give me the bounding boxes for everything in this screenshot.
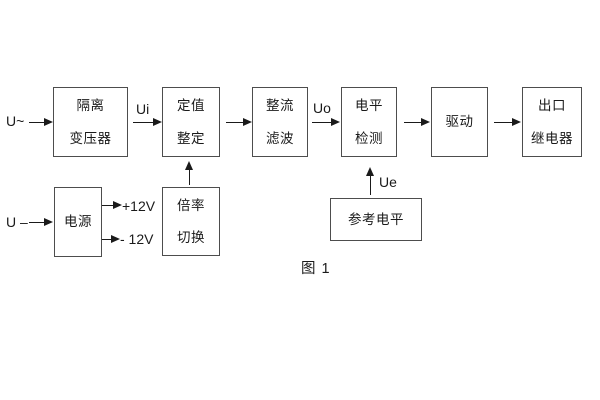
arrow-level-to-drive-icon (404, 118, 430, 126)
block-label: 电平 (355, 98, 383, 113)
block-label: 变压器 (69, 130, 112, 146)
block-label: 检测 (355, 130, 383, 146)
label-minus-12v: - 12V (120, 231, 154, 247)
block-label: 驱动 (445, 114, 474, 130)
block-label: 参考电平 (348, 211, 404, 227)
block-label: 出口 (538, 98, 566, 113)
arrow-transformer-to-setting-icon (133, 118, 162, 126)
block-level-detection: 电平 检测 (341, 87, 397, 157)
arrow-plus12v-icon (102, 201, 122, 209)
block-value-setting: 定值 整定 (162, 87, 220, 157)
arrow-ac-input-icon (29, 118, 53, 126)
arrow-drive-to-relay-icon (494, 118, 521, 126)
arrow-rectifier-to-level-icon (312, 118, 340, 126)
block-label: 隔离 (76, 98, 105, 113)
block-label: 定值 (177, 98, 205, 113)
label-ue: Ue (379, 174, 397, 190)
block-label: 整定 (177, 130, 205, 146)
block-ratio-switch: 倍率 切换 (162, 187, 220, 256)
arrow-minus12v-icon (102, 235, 120, 243)
arrow-ratio-to-setting-icon (184, 161, 193, 185)
label-dc-input: U – (6, 214, 28, 230)
arrow-setting-to-rectifier-icon (226, 118, 252, 126)
arrow-dc-input-icon (29, 218, 53, 226)
block-label: 滤波 (266, 130, 294, 146)
label-ui: Ui (136, 101, 150, 117)
block-label: 整流 (266, 98, 294, 113)
label-plus-12v: +12V (122, 198, 156, 214)
block-isolation-transformer: 隔离 变压器 (53, 87, 128, 157)
label-uo: Uo (313, 100, 331, 116)
label-ac-input: U~ (6, 113, 25, 129)
block-rectifier-filter: 整流 滤波 (252, 87, 308, 157)
block-drive: 驱动 (431, 87, 488, 157)
block-reference-level: 参考电平 (330, 198, 422, 241)
block-label: 切换 (177, 230, 205, 245)
block-output-relay: 出口 继电器 (522, 87, 582, 157)
block-label: 倍率 (177, 197, 205, 213)
arrow-reference-to-level-icon (365, 167, 374, 195)
block-label: 电源 (64, 214, 92, 230)
figure-caption: 图 1 (301, 261, 331, 277)
block-label: 继电器 (531, 130, 573, 146)
block-power-supply: 电源 (54, 187, 102, 257)
